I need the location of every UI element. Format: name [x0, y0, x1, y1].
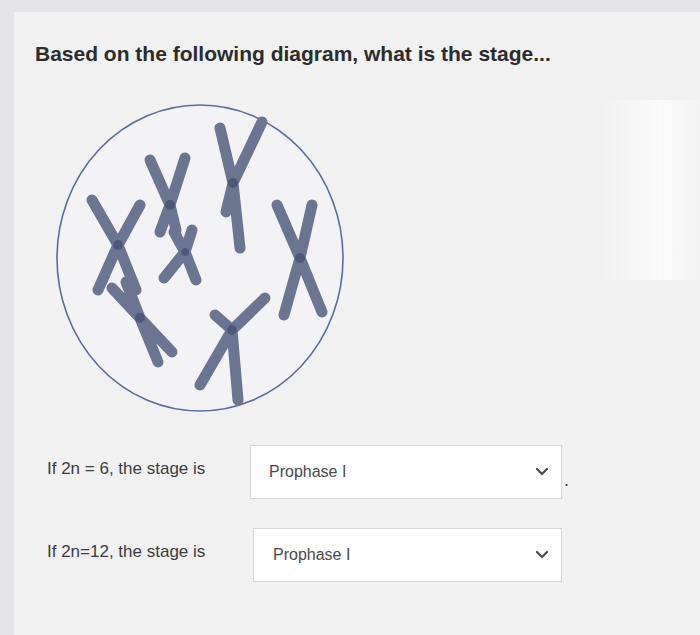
dropdown-value: Prophase I — [269, 463, 346, 481]
dropdown-box: Prophase I — [253, 528, 562, 582]
dropdown-value: Prophase I — [273, 546, 350, 564]
centromeres — [113, 178, 305, 335]
dropdown-box: Prophase I — [250, 445, 562, 499]
chevron-icon — [535, 467, 549, 477]
chromosome — [150, 158, 185, 232]
chromosome — [200, 298, 265, 400]
centromere — [295, 253, 305, 263]
prompt-text: If 2n=12, the stage is — [47, 542, 205, 562]
question-title: Based on the following diagram, what is … — [35, 42, 551, 66]
screen-glare — [600, 100, 700, 280]
centromere — [113, 240, 123, 250]
cell-outline — [57, 105, 343, 411]
chromosomes — [92, 122, 322, 400]
centromere — [135, 313, 145, 323]
chevron-stroke — [537, 552, 547, 557]
chromosome — [220, 122, 262, 248]
centromere — [181, 248, 189, 256]
chromosome — [112, 282, 172, 362]
chromosome — [164, 230, 196, 280]
chromosome — [277, 205, 322, 315]
chromosome — [92, 200, 140, 290]
centromere — [228, 178, 238, 188]
punctuation: . — [564, 470, 569, 491]
screen-panel — [14, 12, 700, 635]
chevron-icon — [535, 550, 549, 560]
chevron-stroke — [537, 469, 547, 474]
prompt-text: If 2n = 6, the stage is — [47, 459, 205, 479]
centromere — [227, 325, 237, 335]
centromere — [165, 200, 175, 210]
